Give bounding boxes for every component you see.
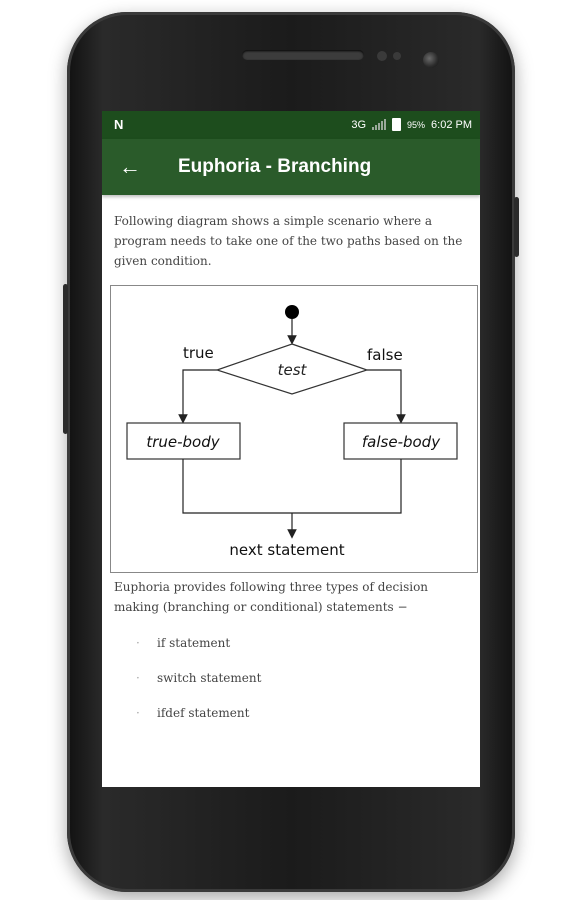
status-bar: N 3G 95% 6:02 PM [102, 111, 480, 139]
clock: 6:02 PM [431, 118, 472, 131]
notification-n-icon: N [114, 117, 124, 132]
merge-line [182, 459, 402, 514]
list-bullet: · [136, 706, 140, 720]
list-bullet: · [136, 671, 140, 685]
true-label: true [183, 344, 214, 362]
true-body-label: true-body [146, 433, 220, 451]
signal-icon [372, 119, 387, 130]
list-item-label: ifdef statement [157, 706, 250, 720]
bottom-area [102, 731, 480, 787]
false-body-label: false-body [362, 433, 441, 451]
page-title: Euphoria - Branching [178, 156, 372, 177]
article-content: Following diagram shows a simple scenari… [102, 195, 480, 738]
list-item: · if statement [114, 633, 468, 668]
false-body-box [343, 422, 458, 460]
list-item: · ifdef statement [114, 703, 468, 738]
decision-types-paragraph: Euphoria provides following three types … [114, 580, 429, 614]
list-bullet: · [136, 636, 140, 650]
false-branch-arrow [367, 369, 406, 424]
true-branch-arrow [178, 369, 217, 424]
next-statement-label: next statement [229, 541, 344, 559]
list-item-label: if statement [157, 636, 231, 650]
statement-list: · if statement · switch statement · ifde… [114, 633, 468, 738]
app-bar: ← Euphoria - Branching [102, 139, 480, 195]
start-node [285, 305, 299, 319]
condition-label: test [278, 361, 308, 379]
light-sensor [393, 52, 401, 60]
battery-icon [392, 118, 402, 131]
branching-diagram: test true false true-body false-body nex… [110, 285, 478, 573]
front-camera [423, 52, 439, 68]
flowchart-svg: test true false true-body false-body nex… [126, 305, 458, 559]
earpiece-speaker [242, 50, 364, 60]
battery-percent: 95% [407, 119, 426, 130]
list-item: · switch statement [114, 668, 468, 703]
decision-diamond [215, 343, 369, 395]
proximity-sensor [377, 51, 387, 61]
power-button [514, 197, 519, 257]
network-type: 3G [351, 118, 367, 131]
false-label: false [367, 346, 403, 364]
phone-screen: N 3G 95% 6:02 PM ← Euphoria - Branching … [102, 111, 480, 787]
back-arrow-icon[interactable]: ← [119, 154, 141, 179]
list-item-label: switch statement [157, 671, 262, 685]
volume-button [63, 284, 68, 434]
intro-paragraph: Following diagram shows a simple scenari… [114, 214, 463, 268]
